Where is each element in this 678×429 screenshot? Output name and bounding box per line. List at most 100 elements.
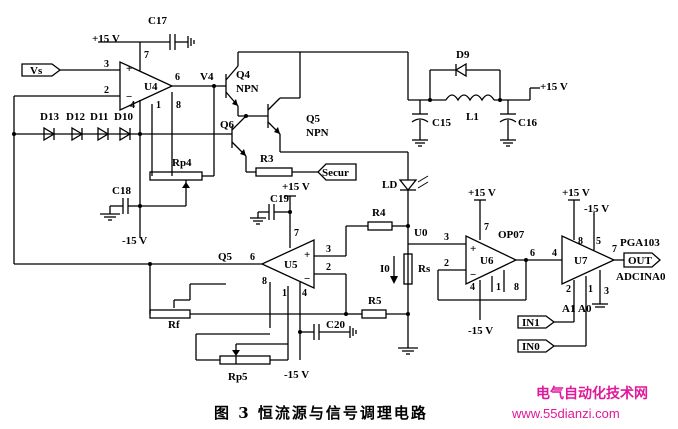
adcina0-label: ADCINA0 xyxy=(616,271,666,283)
pga-u7: U7 xyxy=(561,234,616,286)
svg-text:7: 7 xyxy=(484,222,489,233)
transistor-q4: Q4 NPN xyxy=(220,65,259,107)
transistor-q5: Q5 NPN xyxy=(267,97,329,139)
c18-label: C18 xyxy=(112,185,131,197)
c17-label: C17 xyxy=(148,15,167,27)
svg-text:4: 4 xyxy=(552,248,557,259)
svg-text:8: 8 xyxy=(176,100,181,111)
op-amp-u6: + − U6 xyxy=(465,234,518,286)
svg-text:4: 4 xyxy=(130,100,135,111)
op07-label: OP07 xyxy=(498,229,525,241)
svg-text:NPN: NPN xyxy=(236,83,259,95)
u6-label: U6 xyxy=(480,255,494,267)
u7-label: U7 xyxy=(574,255,588,267)
r3-label: R3 xyxy=(260,153,274,165)
svg-text:5: 5 xyxy=(596,236,601,247)
in1-input: IN1 xyxy=(517,315,556,329)
in0-input: IN0 xyxy=(517,339,556,353)
c15-label: C15 xyxy=(432,117,451,129)
svg-text:4: 4 xyxy=(302,288,307,299)
svg-text:3: 3 xyxy=(604,286,609,297)
ld-label: LD xyxy=(382,179,397,191)
svg-text:8: 8 xyxy=(578,236,583,247)
u4-label: U4 xyxy=(144,81,158,93)
svg-text:7: 7 xyxy=(294,228,299,239)
u5-neg-supply: -15 V xyxy=(284,369,309,381)
rp5-label: Rp5 xyxy=(228,371,248,383)
svg-text:3: 3 xyxy=(444,232,449,243)
svg-text:2: 2 xyxy=(444,258,449,269)
u7-neg-supply: -15 V xyxy=(584,203,609,215)
svg-text:+: + xyxy=(304,249,310,261)
svg-text:2: 2 xyxy=(104,85,109,96)
rs-label: Rs xyxy=(418,263,431,275)
pga103-label: PGA103 xyxy=(620,237,660,249)
svg-text:1: 1 xyxy=(156,100,161,111)
svg-text:A0: A0 xyxy=(578,303,592,315)
u7-supply-label: +15 V xyxy=(562,187,590,199)
lc-supply-label: +15 V xyxy=(540,81,568,93)
c20-label: C20 xyxy=(326,319,345,331)
svg-text:2: 2 xyxy=(326,262,331,273)
q5-net-label: Q5 xyxy=(218,251,233,263)
u5-label: U5 xyxy=(284,259,298,271)
svg-text:Q6: Q6 xyxy=(220,119,235,131)
secur-input: Secur xyxy=(317,163,357,181)
transistor-q6: Q6 xyxy=(220,115,247,157)
u0-label: U0 xyxy=(414,227,428,239)
svg-text:2: 2 xyxy=(566,284,571,295)
c16-label: C16 xyxy=(518,117,537,129)
i0-label: I0 xyxy=(380,263,390,275)
op-amp-u4: + − U4 xyxy=(119,60,174,112)
svg-text:1: 1 xyxy=(496,282,501,293)
u4-supply-label: +15 V xyxy=(92,33,120,45)
watermark-title: 电气自动化技术网 xyxy=(536,385,648,402)
svg-text:6: 6 xyxy=(175,72,180,83)
svg-text:1: 1 xyxy=(282,288,287,299)
svg-text:IN1: IN1 xyxy=(522,317,540,329)
svg-text:7: 7 xyxy=(612,244,617,255)
svg-text:A1: A1 xyxy=(562,303,575,315)
op-amp-u5: + − U5 xyxy=(260,238,315,290)
c19-label: C19 xyxy=(270,193,289,205)
svg-text:Q5: Q5 xyxy=(306,113,321,125)
svg-text:7: 7 xyxy=(144,50,149,61)
figure-caption: 图 3 恒流源与信号调理电路 xyxy=(214,404,428,422)
svg-text:OUT: OUT xyxy=(628,255,653,267)
d11-label: D11 xyxy=(90,111,108,123)
r4-label: R4 xyxy=(372,207,386,219)
svg-text:IN0: IN0 xyxy=(522,341,540,353)
svg-text:NPN: NPN xyxy=(306,127,329,139)
svg-text:4: 4 xyxy=(470,282,475,293)
svg-text:3: 3 xyxy=(104,59,109,70)
u5-supply-label: +15 V xyxy=(282,181,310,193)
r5-label: R5 xyxy=(368,295,382,307)
svg-text:−: − xyxy=(126,91,132,103)
d12-label: D12 xyxy=(66,111,85,123)
svg-text:8: 8 xyxy=(514,282,519,293)
svg-text:6: 6 xyxy=(530,248,535,259)
svg-text:3: 3 xyxy=(326,244,331,255)
svg-text:+: + xyxy=(470,243,476,255)
svg-text:−: − xyxy=(304,273,310,285)
v4-label: V4 xyxy=(200,71,214,83)
d10-label: D10 xyxy=(114,111,133,123)
u4-neg-supply: -15 V xyxy=(122,235,147,247)
l1-label: L1 xyxy=(466,111,479,123)
u6-neg-supply: -15 V xyxy=(468,325,493,337)
d13-label: D13 xyxy=(40,111,59,123)
svg-text:Secur: Secur xyxy=(322,167,349,179)
vs-input: Vs xyxy=(21,63,62,77)
svg-text:1: 1 xyxy=(588,284,593,295)
svg-text:Vs: Vs xyxy=(30,65,43,77)
diode-chain: D13 D12 D11 D10 xyxy=(14,111,180,142)
svg-text:8: 8 xyxy=(262,276,267,287)
svg-text:Q4: Q4 xyxy=(236,69,251,81)
svg-text:6: 6 xyxy=(250,252,255,263)
svg-text:+: + xyxy=(126,63,132,75)
watermark-url: www.55dianzi.com xyxy=(511,406,620,421)
rp4-label: Rp4 xyxy=(172,157,192,169)
svg-text:−: − xyxy=(470,269,476,281)
rf-label: Rf xyxy=(168,319,180,331)
